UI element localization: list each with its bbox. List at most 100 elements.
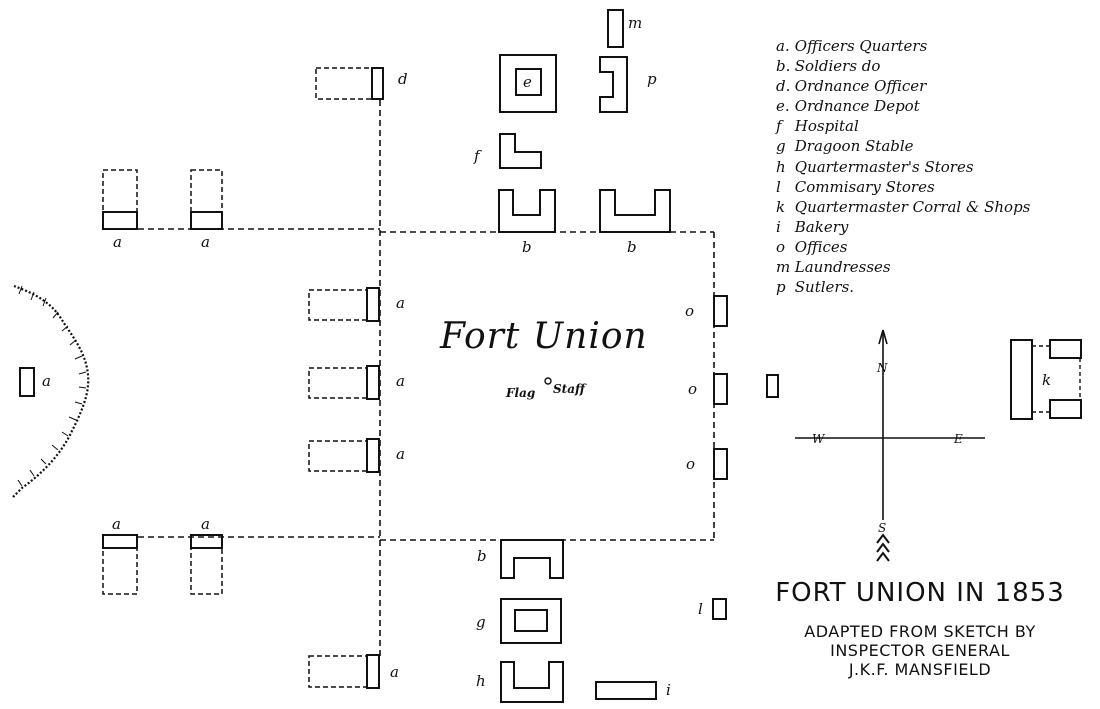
label-p: p: [647, 70, 657, 88]
label-a: a: [396, 445, 405, 463]
legend-label: Sutlers.: [794, 278, 855, 297]
label-e: e: [523, 73, 532, 91]
label-a: a: [201, 233, 210, 251]
legend-key: h: [776, 157, 786, 176]
building-a-west: [19, 367, 35, 397]
legend-key: e.: [776, 97, 790, 116]
building-b-2: [599, 189, 671, 233]
legend-label: Quartermaster Corral & Shops: [794, 197, 1031, 216]
legend-item: f Hospital: [776, 116, 1030, 136]
legend-item: k Quartermaster Corral & Shops: [776, 197, 1030, 217]
legend-label: Soldiers do: [794, 57, 881, 76]
map-title: FORT UNION IN 1853: [775, 578, 1065, 608]
building-o-2: [713, 373, 728, 405]
terrain-escarpment: [11, 284, 90, 499]
legend-label: Offices: [794, 237, 848, 256]
compass-e: E: [953, 432, 963, 446]
legend-label: Bakery: [794, 217, 849, 236]
legend-label: Hospital: [794, 117, 859, 136]
compass-n: N: [876, 361, 888, 375]
building-f: [499, 133, 542, 169]
legend-key: l: [776, 177, 781, 196]
label-f: f: [473, 147, 482, 165]
building-l: [712, 598, 727, 620]
compass-w: W: [812, 432, 826, 446]
legend-item: m Laundresses: [776, 257, 1030, 277]
label-b: b: [522, 238, 532, 256]
map-credit: ADAPTED FROM SKETCH BY INSPECTOR GENERAL…: [740, 622, 1100, 679]
label-l: l: [698, 600, 703, 618]
label-b: b: [627, 238, 637, 256]
legend-key: k: [776, 197, 786, 216]
building-h: [500, 661, 564, 703]
label-m: m: [628, 14, 642, 32]
legend-item: g Dragoon Stable: [776, 136, 1030, 156]
building-b-1: [498, 189, 556, 233]
legend-label: Officers Quarters: [794, 37, 928, 55]
label-a: a: [396, 294, 405, 312]
legend-key: g: [776, 137, 786, 156]
building-k: [1010, 339, 1082, 420]
building-a-3: [102, 534, 138, 595]
terrain-escarpment-hatch: [17, 285, 87, 487]
label-a: a: [396, 372, 405, 390]
label-o: o: [688, 380, 697, 398]
compass-s: S: [878, 521, 886, 535]
building-i: [595, 681, 657, 700]
legend-item: o Offices: [776, 237, 1030, 257]
label-i: i: [666, 681, 671, 699]
label-a: a: [113, 233, 122, 251]
compass: [795, 329, 985, 562]
legend-item: a. Officers Quarters: [776, 36, 1030, 56]
label-g: g: [476, 613, 486, 631]
label-o: o: [686, 455, 695, 473]
label-k: k: [1042, 371, 1051, 389]
legend-key: b.: [776, 57, 791, 76]
credit-line: ADAPTED FROM SKETCH BY: [804, 622, 1036, 641]
legend-label: Laundresses: [794, 258, 891, 277]
legend-key: m: [776, 258, 791, 277]
credit-line: INSPECTOR GENERAL: [830, 641, 1010, 660]
legend-label: Quartermaster's Stores: [794, 157, 974, 176]
legend-label: Commisary Stores: [794, 177, 935, 196]
building-a-6: [308, 365, 380, 400]
parade-ground: [138, 100, 715, 660]
legend-item: b. Soldiers do: [776, 56, 1030, 76]
building-g: [500, 598, 562, 644]
building-b-3: [500, 539, 564, 579]
legend-item: l Commisary Stores: [776, 177, 1030, 197]
legend-item: e. Ordnance Depot: [776, 96, 1030, 116]
building-m: [607, 9, 624, 48]
building-a-2: [190, 169, 223, 230]
building-a-5: [308, 287, 380, 322]
building-p: [599, 56, 628, 113]
label-a: a: [112, 515, 121, 533]
legend-label: Ordnance Officer: [794, 77, 927, 96]
building-o-4: [766, 374, 779, 398]
legend-label: Ordnance Depot: [794, 97, 920, 116]
legend-key: o: [776, 237, 786, 256]
legend-item: p Sutlers.: [776, 277, 1030, 297]
legend-key: p: [776, 278, 786, 297]
flagstaff-marker: [544, 377, 552, 385]
building-o-1: [713, 295, 728, 327]
legend-item: i Bakery: [776, 217, 1030, 237]
credit-line: J.K.F. MANSFIELD: [848, 660, 992, 679]
building-a-8: [308, 654, 380, 689]
label-a: a: [201, 515, 210, 533]
legend-key: a.: [776, 37, 790, 55]
building-a-1: [102, 169, 138, 230]
flagstaff-label-left: Flag: [505, 386, 535, 400]
legend-key: d.: [776, 77, 791, 96]
label-b: b: [477, 547, 487, 565]
building-e: [499, 54, 557, 113]
legend-item: h Quartermaster's Stores: [776, 157, 1030, 177]
legend-key: f: [776, 117, 782, 136]
legend-item: d. Ordnance Officer: [776, 76, 1030, 96]
fort-label: Fort Union: [439, 316, 648, 357]
legend-label: Dragoon Stable: [794, 137, 914, 156]
label-d: d: [398, 70, 408, 88]
building-d: [315, 67, 384, 100]
legend-key: i: [776, 217, 781, 236]
building-a-4: [190, 534, 223, 595]
